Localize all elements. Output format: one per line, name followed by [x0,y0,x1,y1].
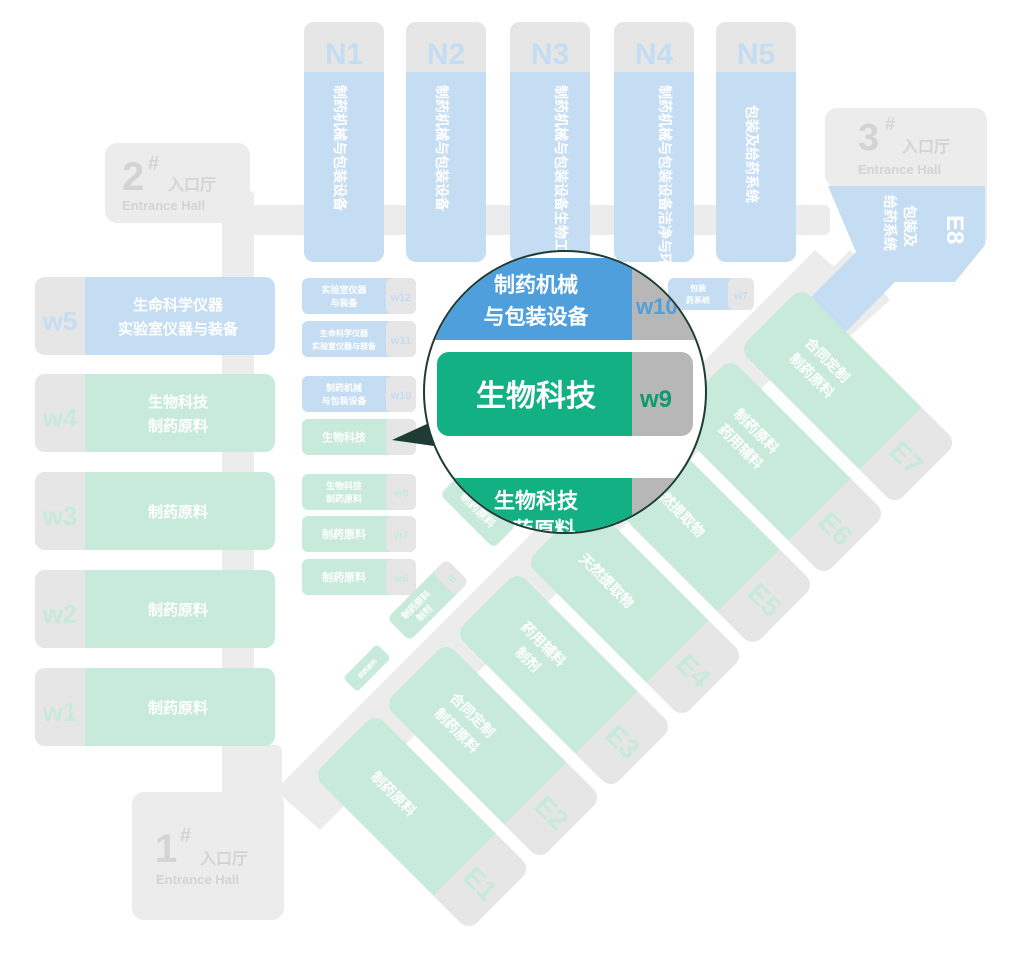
svg-text:生物科技: 生物科技 [326,480,363,492]
svg-text:w7: w7 [733,291,748,302]
svg-text:制药原料: 制药原料 [322,570,366,584]
hall-n2[interactable]: N2 制药机械与包装设备 [406,22,486,262]
svg-text:制药机械: 制药机械 [494,273,578,297]
hall-e6[interactable]: E6 制药原料 药用辅料 [668,358,886,576]
svg-text:生物科技: 生物科技 [476,379,596,414]
svg-text:制药机械与包装设备洁净与环保: 制药机械与包装设备洁净与环保 [656,85,673,282]
svg-text:入口厅: 入口厅 [168,175,216,194]
hall-w7[interactable]: w7 制药原料 [302,516,416,552]
svg-text:实验室仪器: 实验室仪器 [321,284,367,296]
svg-text:包装: 包装 [689,283,706,293]
svg-text:E8: E8 [941,215,968,244]
small-halls: w12 实验室仪器 与装备 w11 生命科学仪器 实验室仪器与装备 w10 制药… [302,278,754,595]
svg-text:1: 1 [155,827,177,871]
svg-text:生命科学仪器: 生命科学仪器 [133,296,224,314]
svg-text:w2: w2 [42,599,78,629]
hall-e7[interactable]: E7 合同定制 制药原料 [739,287,957,505]
svg-text:入口厅: 入口厅 [902,137,950,156]
svg-text:入口厅: 入口厅 [200,849,248,868]
svg-text:实验室仪器与装备: 实验室仪器与装备 [312,341,377,351]
svg-text:制药机械与包装设备: 制药机械与包装设备 [331,85,348,212]
hall-w3[interactable]: w3 制药原料 [35,472,275,550]
entrance-1[interactable]: 1 # 入口厅 Entrance Hall [132,792,284,920]
hall-w12[interactable]: w12 实验室仪器 与装备 [302,278,416,314]
svg-text:w6: w6 [393,573,409,585]
svg-text:#: # [885,114,895,134]
svg-text:N2: N2 [427,38,465,71]
north-halls: N1 制药机械与包装设备 N2 制药机械与包装设备 N3 制药机械与包装设备生物… [304,22,796,282]
svg-text:制药机械与包装设备: 制药机械与包装设备 [433,85,450,212]
svg-text:与包装设备: 与包装设备 [484,305,590,329]
svg-text:生物科技: 生物科技 [148,393,209,411]
svg-text:w10: w10 [390,390,412,402]
svg-text:3: 3 [858,117,879,159]
hall-n3[interactable]: N3 制药机械与包装设备生物工程 [510,22,590,267]
svg-text:包装及: 包装及 [901,205,918,248]
svg-text:生物科技: 生物科技 [322,430,367,444]
svg-text:制药机械: 制药机械 [326,382,362,394]
svg-text:N5: N5 [737,38,775,71]
svg-text:给药系统: 给药系统 [881,195,898,251]
svg-text:w4: w4 [42,403,78,433]
hall-e1[interactable]: E1 制药原料 [313,713,531,931]
mini-hall-small[interactable]: 制药原料 [343,644,391,692]
svg-text:制药原料: 制药原料 [322,527,366,541]
hall-w7-packaging[interactable]: w7 包装 药系统 [668,278,754,310]
hall-w11[interactable]: w11 生命科学仪器 实验室仪器与装备 [302,321,416,357]
svg-text:Entrance Hall: Entrance Hall [156,872,239,887]
svg-text:Entrance Hall: Entrance Hall [122,198,205,213]
svg-text:包装及给药系统: 包装及给药系统 [743,105,760,203]
hall-w8[interactable]: w8 生物科技 制药原料 [302,474,416,510]
zoom-magnifier: 制药机械 与包装设备 w10 生物科技 w9 生物科技 药原料 [392,250,707,534]
svg-text:w12: w12 [390,292,412,304]
svg-text:w8: w8 [393,488,409,500]
svg-text:w11: w11 [390,335,411,347]
hall-w10[interactable]: w10 制药机械 与包装设备 [302,376,416,412]
svg-text:w1: w1 [42,697,78,727]
svg-text:N3: N3 [531,38,569,71]
svg-text:#: # [148,153,159,175]
svg-text:2: 2 [122,155,144,199]
svg-text:w7: w7 [393,530,409,542]
hall-w1[interactable]: w1 制药原料 [35,668,275,746]
zoom-hall-w9[interactable]: 生物科技 w9 [437,352,693,436]
west-halls: w5 生命科学仪器 实验室仪器与装备 w4 生物科技 制药原料 w3 制药原料 … [35,277,275,746]
hall-w2[interactable]: w2 制药原料 [35,570,275,648]
hall-e8[interactable]: E8 包装及 给药系统 [808,186,985,360]
hall-n4[interactable]: N4 制药机械与包装设备洁净与环保 [614,22,694,282]
hall-e3[interactable]: E3 药用辅料 制剂 [455,571,673,789]
svg-text:制药机械与包装设备生物工程: 制药机械与包装设备生物工程 [552,85,569,267]
svg-text:w5: w5 [42,306,78,336]
svg-text:生物科技: 生物科技 [494,489,579,513]
hall-w5[interactable]: w5 生命科学仪器 实验室仪器与装备 [35,277,275,355]
svg-text:制药原料: 制药原料 [148,601,208,619]
hall-e4[interactable]: E4 天然提取物 [526,500,744,718]
svg-text:制药原料: 制药原料 [148,417,208,435]
svg-text:N4: N4 [635,38,674,71]
svg-text:药系统: 药系统 [686,295,710,305]
svg-text:实验室仪器与装备: 实验室仪器与装备 [118,320,239,338]
hall-e2[interactable]: E2 合同定制 制药原料 [384,642,602,860]
hall-w6[interactable]: w6 制药原料 [302,559,416,595]
svg-text:制药原料: 制药原料 [148,699,208,717]
svg-text:制药原料: 制药原料 [148,503,208,521]
hall-w4[interactable]: w4 生物科技 制药原料 [35,374,275,452]
svg-text:#: # [180,825,191,847]
hall-n5[interactable]: N5 包装及给药系统 [716,22,796,262]
svg-text:与装备: 与装备 [330,297,358,309]
svg-text:w9: w9 [639,386,672,413]
svg-text:生命科学仪器: 生命科学仪器 [320,328,369,338]
svg-text:N1: N1 [325,38,363,71]
svg-text:Entrance Hall: Entrance Hall [858,162,941,177]
svg-text:与包装设备: 与包装设备 [321,395,367,407]
svg-text:制药原料: 制药原料 [326,493,362,505]
svg-text:w3: w3 [42,501,78,531]
entrance-2[interactable]: 2 # 入口厅 Entrance Hall [105,143,250,223]
hall-n1[interactable]: N1 制药机械与包装设备 [304,22,384,262]
